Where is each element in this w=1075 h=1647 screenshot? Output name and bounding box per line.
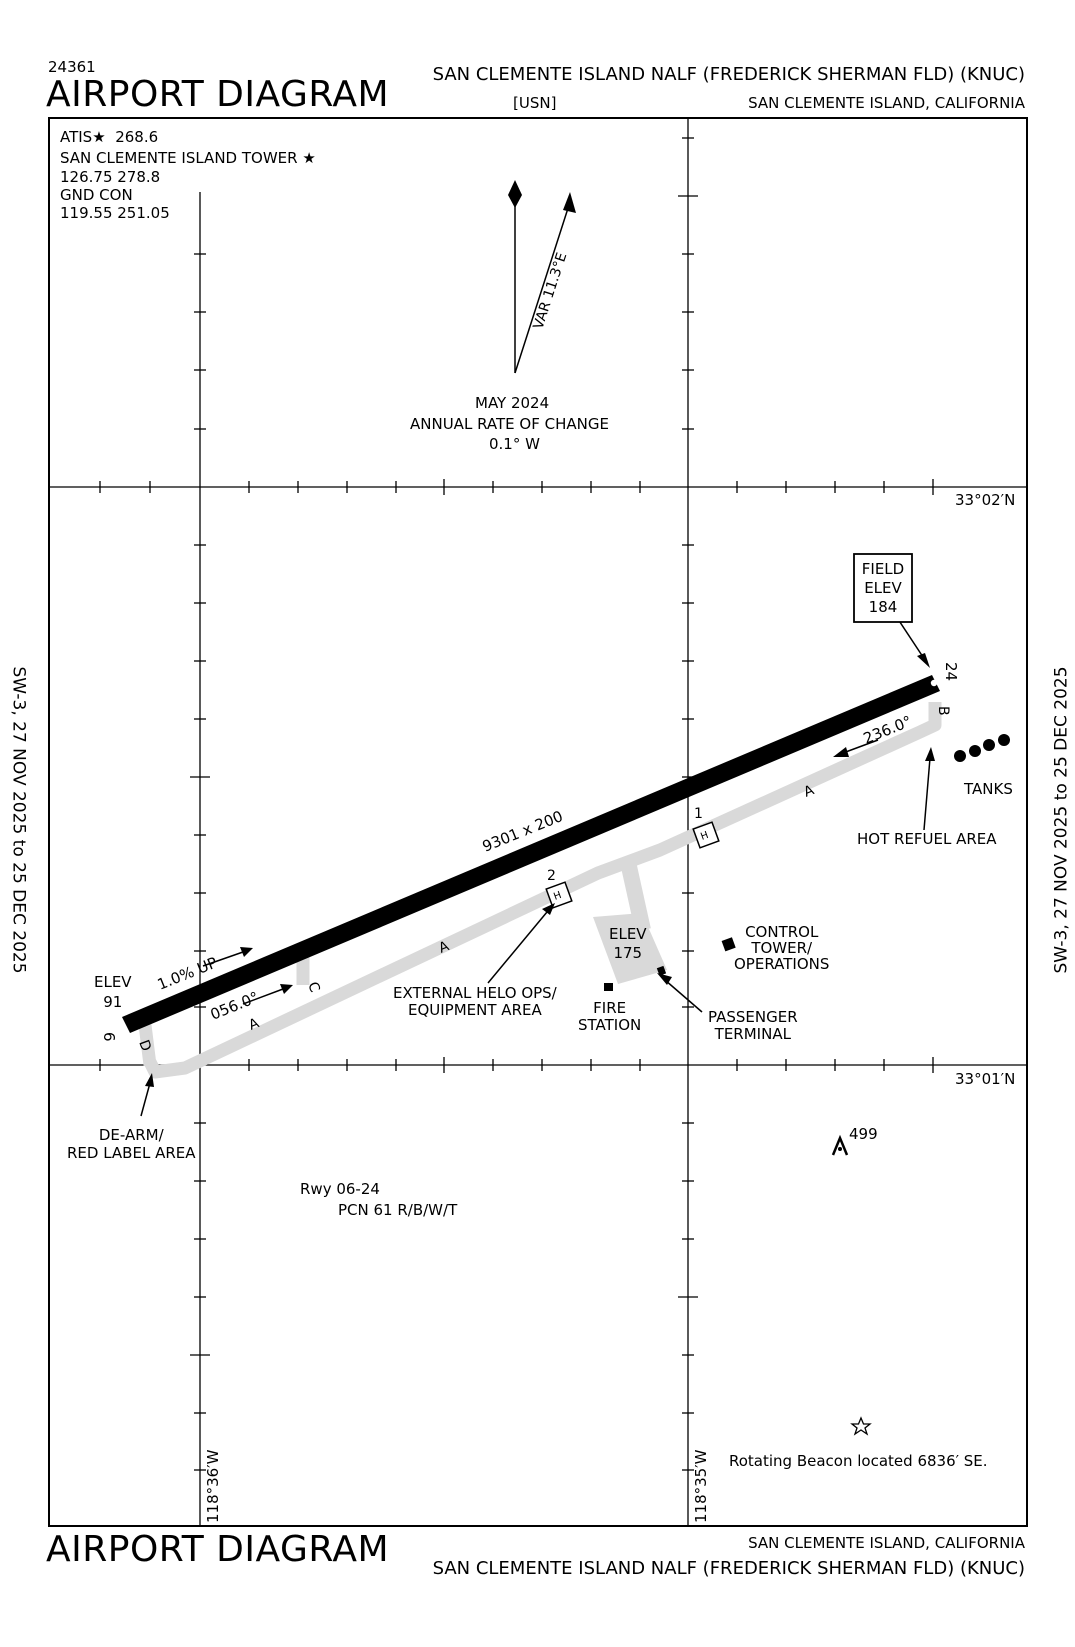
- diagram-frame: [48, 117, 1028, 1527]
- pcn-value: PCN 61 R/B/W/T: [338, 1201, 458, 1219]
- helipad-1-number: 1: [694, 806, 703, 822]
- terminal-apron: [593, 913, 667, 984]
- dearm-line2: RED LABEL AREA: [67, 1144, 196, 1162]
- control-tower-label: CONTROL TOWER/ OPERATIONS: [734, 924, 829, 972]
- footer-title: AIRPORT DIAGRAM: [46, 1529, 390, 1570]
- annual-rate-value: 0.1° W: [489, 435, 540, 453]
- lon-east-label: 118°35′W: [692, 1449, 710, 1523]
- apron-elev-value: 175: [613, 944, 643, 962]
- passenger-terminal-building: [656, 965, 667, 976]
- tower-row: SAN CLEMENTE ISLAND TOWER ★: [60, 149, 316, 167]
- dearm-line1: DE-ARM/: [98, 1126, 164, 1144]
- magnetic-north-line: [514, 201, 571, 374]
- pcn-runway-label: Rwy 06-24: [300, 1180, 380, 1198]
- rotating-beacon-note: Rotating Beacon located 6836′ SE.: [729, 1452, 988, 1470]
- field-elev-line1: FIELD: [861, 560, 905, 578]
- helo-ops-line2: EQUIPMENT AREA: [408, 1001, 542, 1019]
- runway-designator-6: 6: [100, 1032, 118, 1042]
- airport-location: SAN CLEMENTE ISLAND, CALIFORNIA: [748, 94, 1025, 112]
- fire-station-line2: STATION: [578, 1016, 642, 1034]
- taxiway-a: [144, 702, 942, 1079]
- apron-elev-line1: ELEV: [609, 925, 647, 943]
- gnd-con-frequencies: 119.55 251.05: [60, 204, 170, 222]
- rwy6-elev-value: 91: [103, 993, 123, 1011]
- tanks-label: TANKS: [964, 780, 1013, 798]
- control-tower-line1: CONTROL: [745, 923, 819, 941]
- runway-06-24: [122, 675, 940, 1033]
- rwy6-elev: ELEV 91: [94, 972, 132, 1012]
- field-elev-line2: ELEV: [864, 579, 902, 597]
- star-icon: ★: [302, 149, 316, 167]
- operator-label: [USN]: [513, 94, 557, 112]
- annual-rate-label: ANNUAL RATE OF CHANGE: [410, 415, 609, 433]
- fire-station-label: FIRE STATION: [578, 1000, 641, 1034]
- passenger-terminal-label: PASSENGER TERMINAL: [708, 1009, 798, 1043]
- control-tower-line2: TOWER/: [751, 939, 813, 957]
- grid-ticks: [99, 137, 934, 1471]
- footer-airport-name: SAN CLEMENTE ISLAND NALF (FREDERICK SHER…: [432, 1558, 1025, 1579]
- variation-label: VAR 11.3°E: [531, 251, 571, 332]
- runway-24-threshold-light: [930, 679, 938, 687]
- leader-arrowheads: [145, 653, 935, 1087]
- obstacle-height: 499: [849, 1125, 878, 1143]
- hot-refuel-label: HOT REFUEL AREA: [857, 830, 997, 848]
- helo-ops-line1: EXTERNAL HELO OPS/: [393, 984, 557, 1002]
- helipad-2-number: 2: [547, 868, 556, 884]
- helipad-1: [692, 821, 720, 849]
- airport-name: SAN CLEMENTE ISLAND NALF (FREDERICK SHER…: [432, 64, 1025, 85]
- taxiway-b-label: B: [935, 706, 951, 716]
- runway-designator-24: 24: [942, 662, 960, 681]
- magnetic-date: MAY 2024: [475, 394, 550, 412]
- apron-elev-label: ELEV 175: [609, 925, 647, 963]
- footer-location: SAN CLEMENTE ISLAND, CALIFORNIA: [748, 1534, 1025, 1552]
- procedure-number: 24361: [48, 58, 96, 76]
- fire-station-building: [604, 983, 613, 991]
- taxiway-d: [138, 1024, 157, 1066]
- helipad-1-symbol: H: [699, 830, 710, 843]
- helipad-2: [545, 881, 573, 909]
- passenger-terminal-line1: PASSENGER: [708, 1008, 798, 1026]
- lat-south-label: 33°01′N: [955, 1070, 1016, 1088]
- field-elev-text: FIELD ELEV 184: [854, 560, 912, 617]
- helo-ops-label: EXTERNAL HELO OPS/ EQUIPMENT AREA: [393, 985, 557, 1019]
- taxiway-d-label: D: [135, 1038, 154, 1054]
- obstacle-symbol: [831, 1134, 849, 1156]
- rotating-beacon-symbol: [850, 1416, 872, 1436]
- dearm-label: DE-ARM/ RED LABEL AREA: [67, 1126, 196, 1162]
- atis-frequency: 268.6: [115, 128, 159, 146]
- page-title: AIRPORT DIAGRAM: [46, 74, 390, 115]
- slope-arrow: [202, 951, 244, 967]
- control-tower-line3: OPERATIONS: [734, 955, 830, 973]
- rwy6-elev-label: ELEV: [94, 973, 132, 991]
- passenger-terminal-line2: TERMINAL: [714, 1025, 791, 1043]
- atis-row: ATIS★ 268.6: [60, 128, 158, 146]
- lon-west-label: 118°36′W: [204, 1449, 222, 1523]
- fire-station-line1: FIRE: [593, 999, 627, 1017]
- heading-056-arrow: [242, 988, 284, 1005]
- gnd-con-label: GND CON: [60, 186, 133, 204]
- atis-label: ATIS: [60, 128, 93, 146]
- true-north-arrowhead: [508, 180, 522, 208]
- control-tower-building: [721, 937, 736, 952]
- magnetic-north-arrowhead: [563, 192, 576, 213]
- field-elev-value: 184: [868, 598, 898, 616]
- lat-lon-grid: [48, 117, 1028, 1527]
- tower-label: SAN CLEMENTE ISLAND TOWER: [60, 149, 298, 167]
- lat-north-label: 33°02′N: [955, 491, 1016, 509]
- helipad-2-symbol: H: [552, 890, 563, 903]
- field-elev-box: [853, 553, 913, 623]
- heading-236-arrow: [842, 739, 879, 754]
- tower-frequencies: 126.75 278.8: [60, 168, 161, 186]
- tanks-symbol: [954, 734, 1010, 762]
- star-icon: ★: [92, 128, 106, 146]
